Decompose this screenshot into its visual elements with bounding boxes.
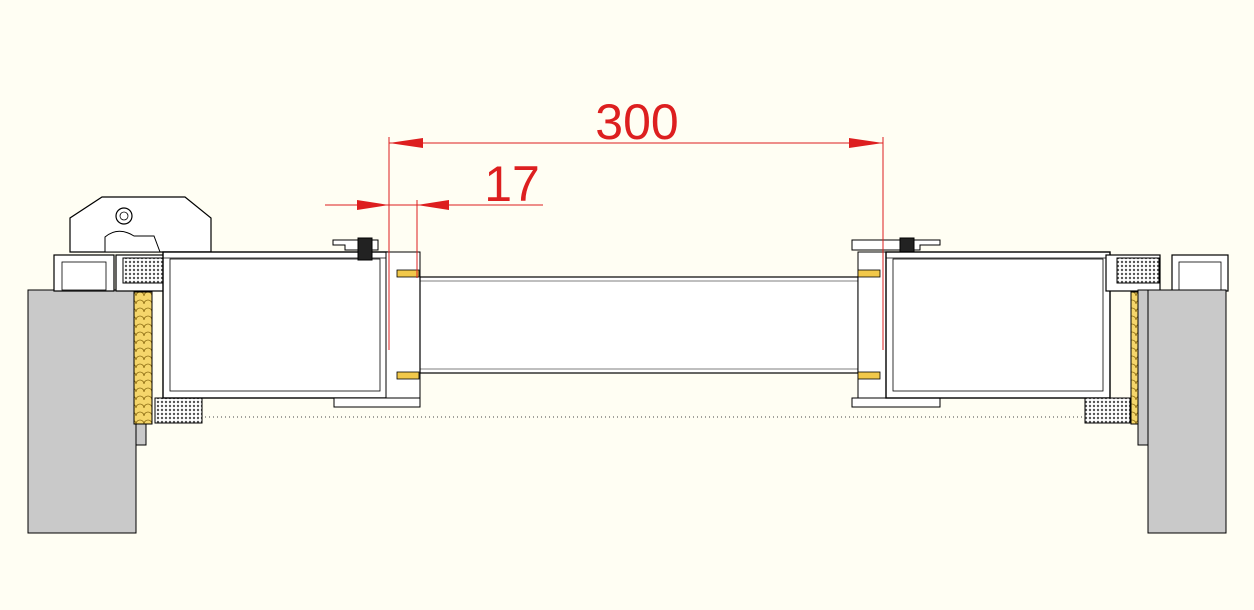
arrow-in-right-icon [417,200,449,210]
dimension-overall: 300 [388,94,884,350]
dimension-offset-label: 17 [484,156,540,212]
glass-panel [419,276,859,374]
arrow-right-icon [849,138,883,148]
arrow-left-icon [389,138,423,148]
dimension-offset: 17 [325,156,543,278]
left-insulation-strip [133,291,153,425]
arrow-in-left-icon [357,200,389,210]
right-top-seal [1116,257,1160,284]
left-top-seal [122,257,166,284]
dimension-overall-label: 300 [595,94,678,150]
left-hinge [69,196,212,253]
left-glazing-bead [332,237,421,408]
right-door-leaf [885,251,1111,399]
right-glazing-bead [851,237,941,408]
left-door-leaf [162,251,388,399]
right-bottom-seal [1084,397,1131,424]
left-bottom-seal [154,397,203,424]
right-wall [1137,289,1227,534]
left-wall [27,289,147,534]
